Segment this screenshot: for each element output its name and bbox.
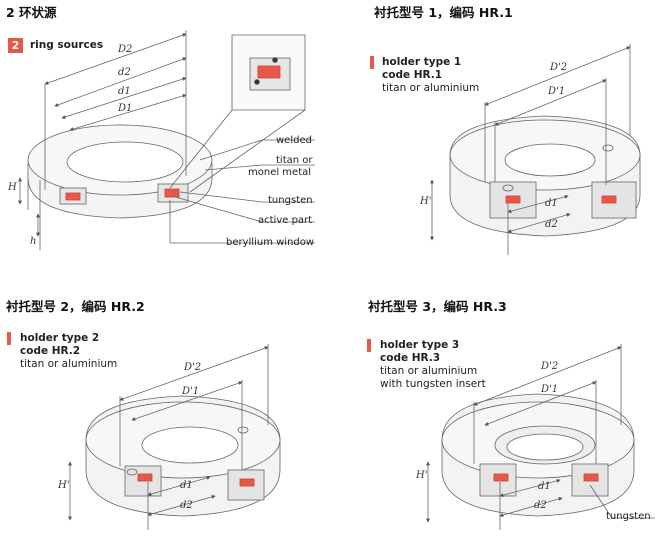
section-title-ring-source: 2 环状源 bbox=[6, 5, 57, 20]
section-title-hr2: 衬托型号 2，编码 HR.2 bbox=[6, 299, 145, 314]
hr2-dim-D1: D'1 bbox=[182, 386, 200, 397]
ring-badge: 2 bbox=[8, 38, 23, 53]
hr2-drawing bbox=[68, 344, 281, 530]
label-beryllium-window: beryllium window bbox=[226, 237, 315, 248]
hr2-dim-d1: d1 bbox=[180, 480, 193, 491]
dim-d2: d2 bbox=[118, 67, 131, 78]
ring-source-drawing bbox=[18, 30, 315, 250]
label-tungsten: tungsten bbox=[268, 195, 313, 206]
hr1-drawing bbox=[430, 44, 641, 255]
hr3-accent-bar bbox=[367, 339, 371, 352]
section-title-hr3: 衬托型号 3，编码 HR.3 bbox=[368, 299, 507, 314]
hr1-dim-D1: D'1 bbox=[548, 86, 566, 97]
dim-D1: D1 bbox=[118, 103, 133, 114]
hr2-dim-d2: d2 bbox=[180, 500, 193, 511]
hr3-dim-H: H' bbox=[416, 470, 428, 481]
hr1-dim-d2: d2 bbox=[545, 219, 558, 230]
section-title-hr1: 衬托型号 1，编码 HR.1 bbox=[374, 5, 513, 20]
dim-H: H bbox=[8, 182, 17, 193]
hr1-dim-H: H' bbox=[420, 196, 432, 207]
hr3-dim-D1: D'1 bbox=[541, 384, 559, 395]
hr2-dim-D2: D'2 bbox=[184, 362, 202, 373]
label-welded: welded bbox=[276, 135, 312, 146]
label-monel: monel metal bbox=[248, 167, 312, 178]
dim-D2: D2 bbox=[118, 44, 133, 55]
dim-h: h bbox=[30, 236, 37, 247]
dim-d1: d1 bbox=[118, 86, 131, 97]
hr1-dim-d1: d1 bbox=[545, 198, 558, 209]
hr3-dim-d2: d2 bbox=[534, 500, 547, 511]
hr2-accent-bar bbox=[7, 332, 11, 345]
hr3-dim-d1: d1 bbox=[538, 481, 551, 492]
hr1-accent-bar bbox=[370, 56, 374, 69]
hr3-label-tungsten: tungsten bbox=[606, 511, 651, 522]
ring-caption: ring sources bbox=[30, 39, 104, 51]
label-active-part: active part bbox=[258, 215, 313, 226]
hr3-dim-D2: D'2 bbox=[541, 361, 559, 372]
hr1-dim-D2: D'2 bbox=[550, 62, 568, 73]
hr3-drawing bbox=[426, 344, 655, 530]
hr2-dim-H: H' bbox=[58, 480, 70, 491]
label-titan: titan or bbox=[276, 155, 313, 166]
